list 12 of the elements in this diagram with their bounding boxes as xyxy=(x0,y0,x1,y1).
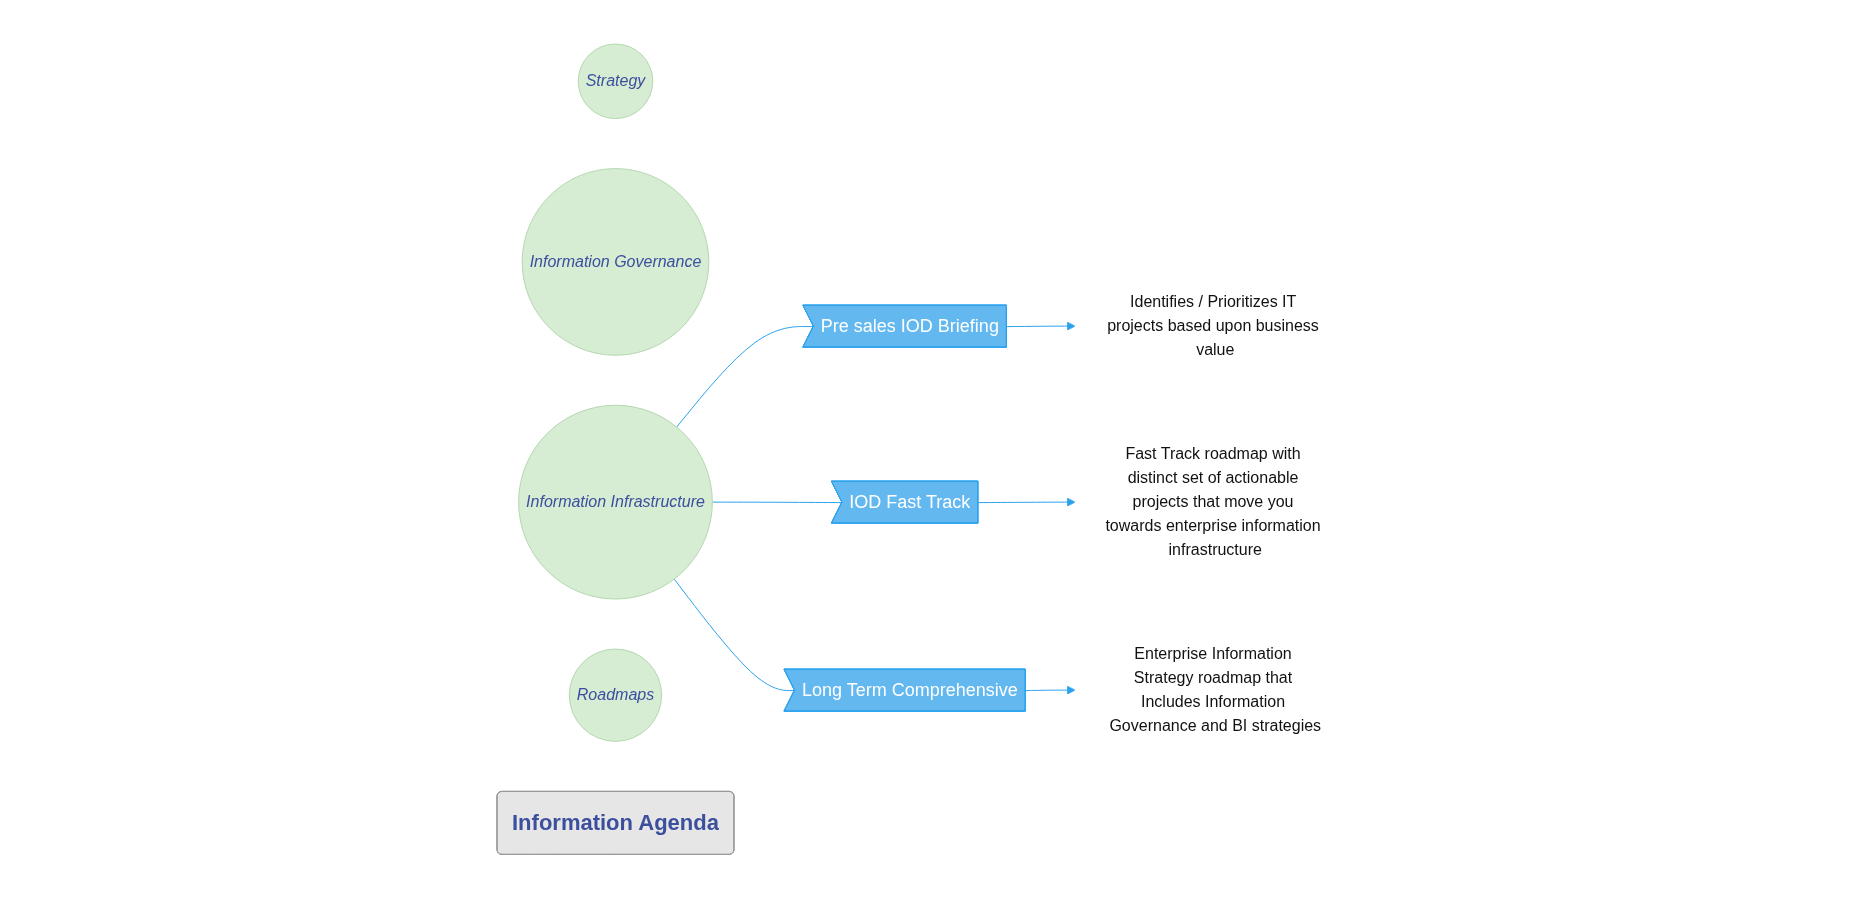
node-text: Identifies / Prioritizes IT projects based upon business value xyxy=(1107,293,1319,359)
arrow xyxy=(1025,686,1076,695)
arrow xyxy=(1006,322,1076,331)
node-circle: Information Governance xyxy=(521,168,710,357)
connector xyxy=(673,578,796,692)
node-circle: Strategy xyxy=(577,43,654,120)
node-circle: Roadmaps xyxy=(568,648,663,743)
node-text: Fast Track roadmap with distinct set of actionable projects that move you towards enterprise information infrastructure xyxy=(1105,445,1321,559)
node-circle: Information Infrastructure xyxy=(518,405,713,600)
node-text: Enterprise Information Strategy roadmap that Includes Information Governance and BI strategies xyxy=(1109,645,1321,735)
arrow xyxy=(977,498,1076,507)
connector xyxy=(711,501,843,504)
